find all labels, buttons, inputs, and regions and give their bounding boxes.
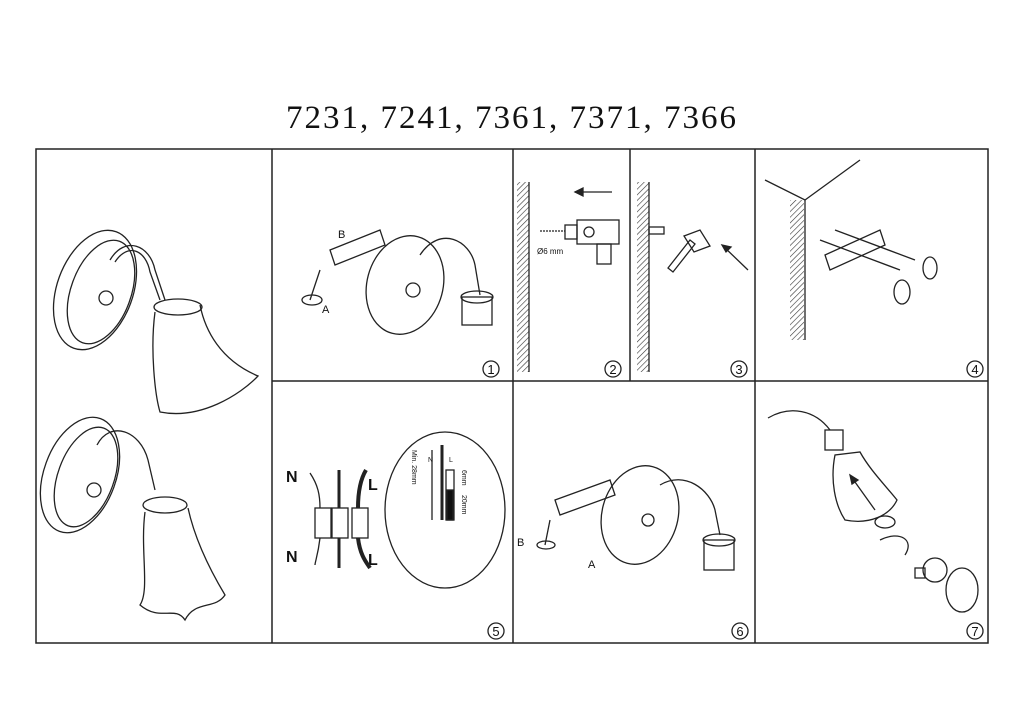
model-numbers-title: 7231, 7241, 7361, 7371, 7366 xyxy=(286,100,738,136)
step-7-panel: 7 xyxy=(767,410,984,640)
neutral-label-bottom: N xyxy=(286,549,298,566)
lamp-overview-tulip xyxy=(39,416,226,622)
step-1-number-circle xyxy=(482,360,500,378)
live-label-top: L xyxy=(368,477,378,494)
step-1-number: 1 xyxy=(487,362,494,377)
step-2-panel: Ø6 mm 2 xyxy=(517,182,622,378)
step-3-panel: 3 xyxy=(637,182,749,378)
strip-short-label: 6mm xyxy=(460,470,467,486)
step-6-panel: B A 6 xyxy=(517,465,749,640)
min-length-label: Min. 28mm xyxy=(410,450,417,485)
strip-long-label: 20mm xyxy=(460,495,467,515)
step-7-number: 7 xyxy=(971,624,978,639)
step-4-number: 4 xyxy=(971,362,978,377)
drill-size-label: Ø6 mm xyxy=(537,247,564,256)
step-5-panel: N N L L N L Min. 28mm 6mm 20mm 5 xyxy=(286,431,506,640)
step-6-label-a: A xyxy=(588,559,596,571)
neutral-label-top: N xyxy=(286,469,298,486)
step-1-panel: B A 1 xyxy=(301,229,500,378)
step-6-number: 6 xyxy=(736,624,743,639)
step-4-panel: 4 xyxy=(764,159,984,378)
step-5-number: 5 xyxy=(492,624,499,639)
detail-live-label: L xyxy=(449,457,453,464)
step-6-label-b: B xyxy=(517,537,524,549)
detail-neutral-label: N xyxy=(428,457,433,464)
lamp-overview-bell xyxy=(52,229,260,415)
step-2-number: 2 xyxy=(609,362,616,377)
live-label-bottom: L xyxy=(368,552,378,569)
step-1-label-a: A xyxy=(322,304,330,316)
panel-grid xyxy=(35,148,989,644)
step-1-label-b: B xyxy=(338,229,345,241)
step-3-number: 3 xyxy=(735,362,742,377)
